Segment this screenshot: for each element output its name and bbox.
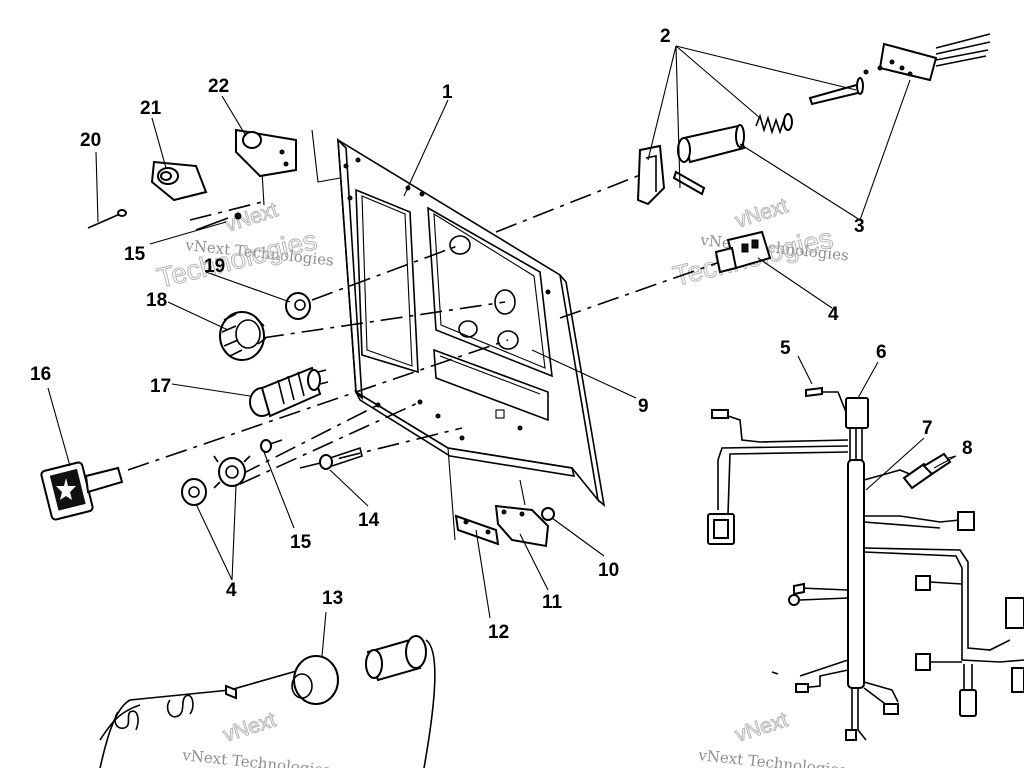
callout-20: 20 xyxy=(80,130,101,151)
watermark-vnext-technologies: vNext Technologies xyxy=(181,746,332,768)
watermark-bottom-right: vNext vNext Technologies xyxy=(697,708,848,768)
callout-17: 17 xyxy=(150,376,171,397)
callout-labels: 1 2 3 4 4 5 6 7 8 9 10 11 12 13 14 15 15… xyxy=(30,26,973,643)
callout-22: 22 xyxy=(208,76,229,97)
callout-5: 5 xyxy=(780,338,791,359)
callout-13: 13 xyxy=(322,588,343,609)
part-screw-short xyxy=(260,439,283,453)
callout-6: 6 xyxy=(876,342,887,363)
callout-18: 18 xyxy=(146,290,167,311)
part-lock-nut-washer xyxy=(181,455,251,506)
callout-8: 8 xyxy=(962,438,973,459)
callout-10: 10 xyxy=(598,560,619,581)
callout-11: 11 xyxy=(542,592,563,613)
part-key xyxy=(40,461,124,521)
part-screw-upper xyxy=(195,217,229,231)
watermark-bottom-left: vNext vNext Technologies xyxy=(181,708,332,768)
watermark-vnext: vNext xyxy=(220,708,278,747)
callout-15-upper: 15 xyxy=(124,244,146,265)
callout-12: 12 xyxy=(488,622,509,643)
watermark-vnext-technologies: vNext Technologies xyxy=(697,746,848,768)
part-ignition-switch xyxy=(249,366,329,418)
part-wiring-harness xyxy=(707,386,1024,741)
callout-9: 9 xyxy=(638,396,649,417)
part-latch-assembly xyxy=(636,33,991,206)
callout-1: 1 xyxy=(442,82,453,103)
callout-3: 3 xyxy=(854,216,865,237)
callout-16: 16 xyxy=(30,364,51,385)
callout-4-washer: 4 xyxy=(226,580,237,601)
callout-2: 2 xyxy=(660,26,671,47)
dash-panel xyxy=(337,137,606,508)
callout-14: 14 xyxy=(358,510,380,531)
leader-lines xyxy=(47,45,957,657)
callout-19: 19 xyxy=(204,256,225,277)
watermark-vnext: vNext xyxy=(732,194,790,233)
part-nut-and-washer xyxy=(219,292,311,361)
callout-7: 7 xyxy=(922,418,933,439)
watermark-vnext: vNext xyxy=(732,708,790,747)
assembly-centre-lines xyxy=(127,129,721,541)
part-cable-plug xyxy=(99,635,436,768)
part-lamp-assembly xyxy=(87,128,297,229)
part-clamp-brackets xyxy=(454,504,555,548)
watermark-vnext: vNext xyxy=(222,198,280,237)
callout-21: 21 xyxy=(140,98,162,119)
watermark-left: vNext vNext Technologies Technologies xyxy=(153,198,334,295)
callout-15-lower: 15 xyxy=(290,532,312,553)
callout-4-switch: 4 xyxy=(828,304,839,325)
part-bolt-long xyxy=(319,446,363,470)
